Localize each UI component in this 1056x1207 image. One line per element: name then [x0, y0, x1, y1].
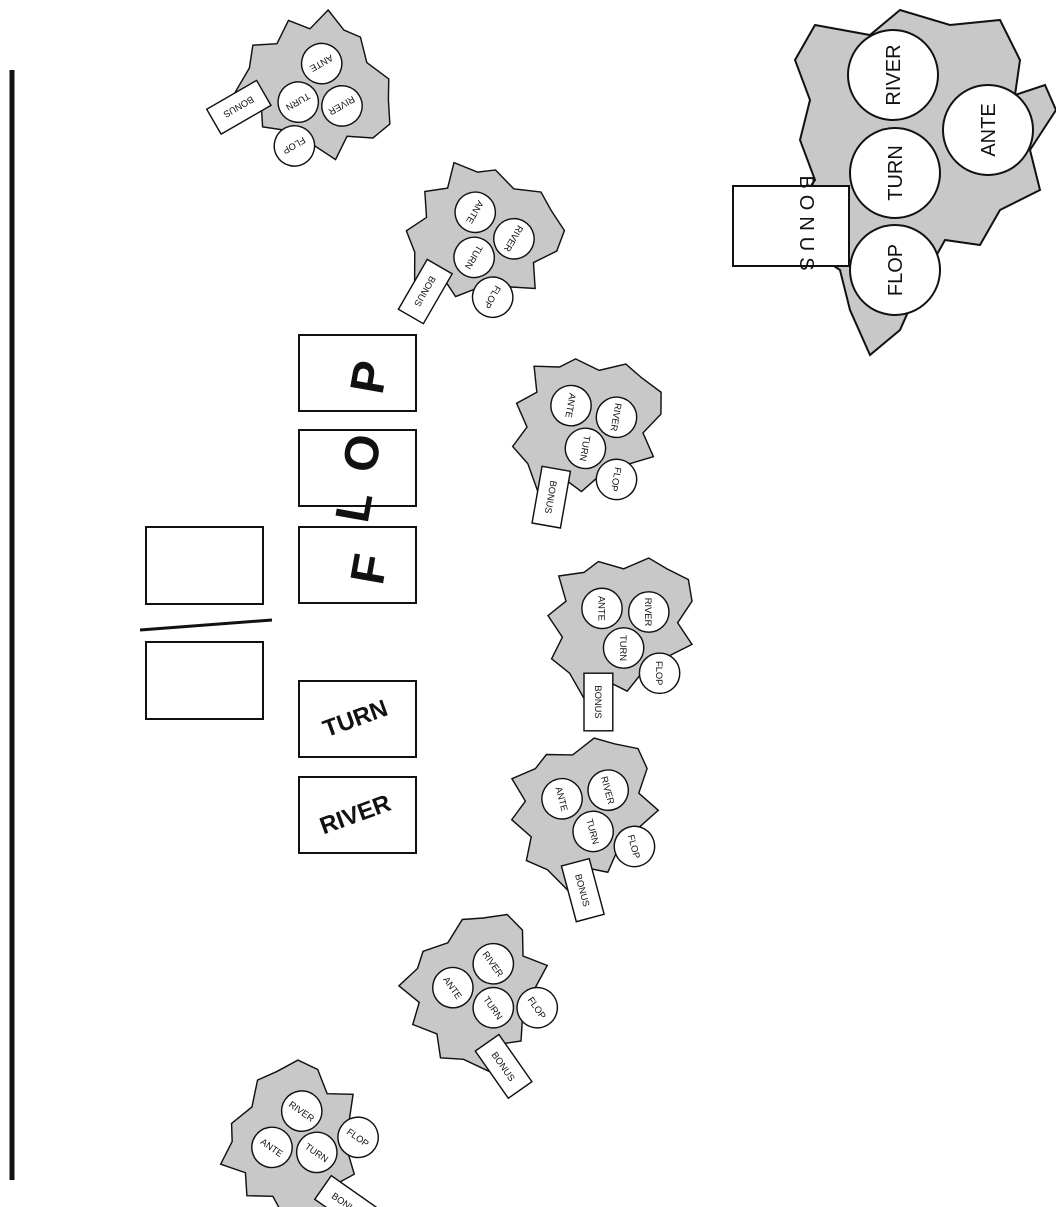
betting-spot-large[interactable]: RIVER ANTE TURN FLOP BONUS	[733, 10, 1056, 355]
spot-large-flop-label: FLOP	[885, 244, 907, 296]
betting-spot-seat-5[interactable]: RIVER ANTE TURN FLOP BONUS	[497, 727, 681, 931]
betting-spot-seat-4[interactable]: RIVER ANTE TURN FLOP BONUS	[548, 558, 692, 731]
svg-text:FLOP: FLOP	[654, 661, 664, 685]
betting-spot-seat-2[interactable]: RIVER ANTE TURN FLOP BONUS	[367, 142, 578, 364]
betting-spot-seat-1[interactable]: RIVER ANTE TURN FLOP BONUS	[189, 0, 411, 203]
dealer-card-box-top	[146, 527, 263, 604]
spot-large-river-label: RIVER	[883, 44, 905, 105]
spot-large-bonus-label: BONUS	[795, 175, 817, 276]
betting-spot-seat-6[interactable]: RIVER ANTE TURN FLOP BONUS	[380, 895, 597, 1119]
spot-large-bonus-box[interactable]	[733, 186, 849, 266]
dealer-card-box-bottom	[146, 642, 263, 719]
svg-text:BONUS: BONUS	[593, 685, 603, 718]
svg-text:TURN: TURN	[618, 635, 628, 661]
dealer-divider-line	[140, 620, 272, 630]
betting-spot-seat-3[interactable]: RIVER ANTE TURN FLOP BONUS	[497, 347, 669, 542]
spot-large-turn-label: TURN	[885, 145, 907, 201]
spot-large-ante-label: ANTE	[978, 103, 1000, 156]
svg-text:ANTE: ANTE	[596, 596, 606, 621]
svg-text:RIVER: RIVER	[643, 598, 653, 627]
betting-spot-seat-7[interactable]: RIVER ANTE TURN FLOP BONUS	[200, 1045, 424, 1207]
